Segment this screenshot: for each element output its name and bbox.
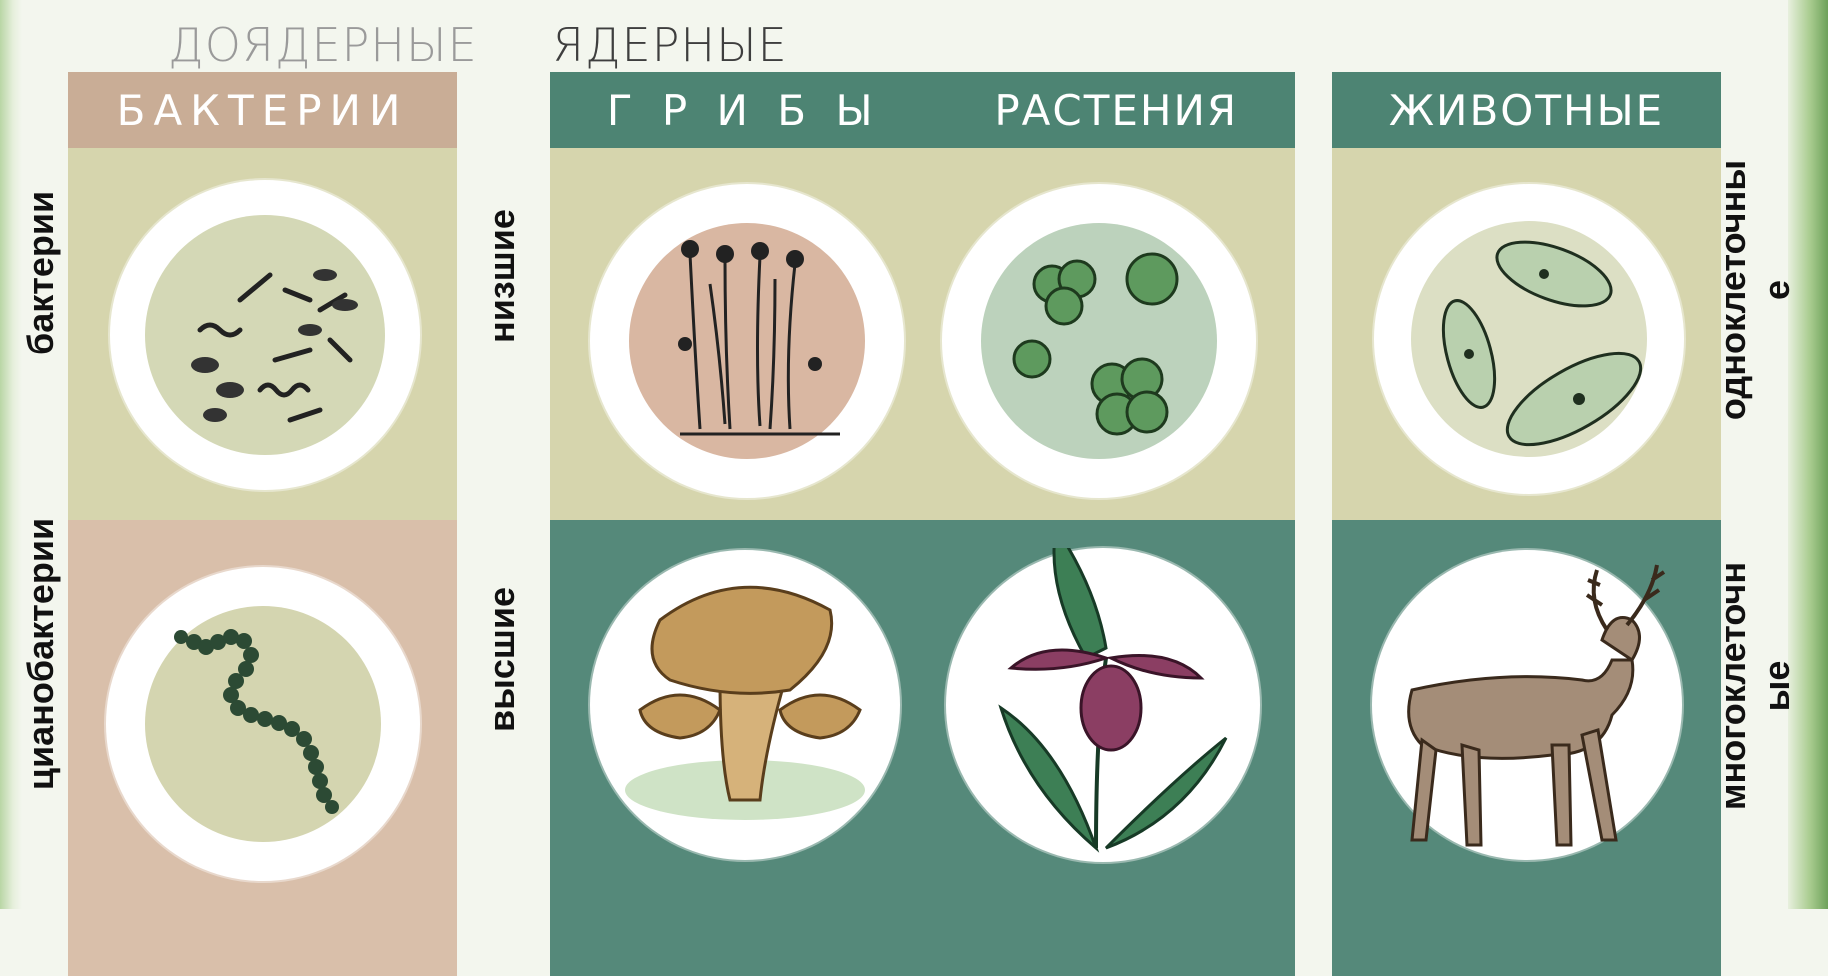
fungi-header: Г Р И Б Ы [607, 86, 881, 135]
lower-fungi-circle [590, 184, 904, 498]
bacteria-illustration [110, 180, 420, 490]
bacteria-circle [110, 180, 420, 490]
label-multicellular: многоклеточн ые [1711, 551, 1799, 821]
label-bacteria: бактерии [19, 205, 63, 355]
multicellular-animals-circle [1372, 550, 1682, 860]
algae-illustration [942, 184, 1256, 498]
chanterelle-illustration [590, 550, 900, 860]
deer-illustration [1372, 550, 1682, 860]
protozoa-illustration [1374, 184, 1684, 494]
higher-fungi-circle [590, 550, 900, 860]
label-unicellular-line1: одноклеточны [1711, 155, 1755, 425]
unicellular-animals-circle [1374, 184, 1684, 494]
label-cyanobacteria: цианобактерии [19, 512, 63, 796]
bacteria-header: БАКТЕРИИ [68, 72, 457, 148]
cyanobacteria-illustration [106, 567, 420, 881]
label-lower: низшие [480, 213, 524, 343]
fungi-plants-header: Г Р И Б Ы РАСТЕНИЯ [550, 72, 1295, 148]
fungi-plants-panel: Г Р И Б Ы РАСТЕНИЯ [550, 72, 1295, 904]
label-multicellular-line1: многоклеточн [1711, 551, 1755, 821]
prokaryotes-title: ДОЯДЕРНЫЕ [168, 18, 478, 72]
animals-header: ЖИВОТНЫЕ [1332, 72, 1721, 148]
higher-plants-circle [946, 548, 1260, 862]
label-higher: высшие [480, 592, 524, 732]
orchid-illustration [946, 548, 1260, 862]
mold-illustration [590, 184, 904, 498]
lower-plants-circle [942, 184, 1256, 498]
bacteria-panel: БАКТЕРИИ [68, 72, 457, 904]
animals-panel: ЖИВОТНЫЕ [1332, 72, 1721, 904]
plants-header: РАСТЕНИЯ [994, 86, 1238, 135]
eukaryotes-title: ЯДЕРНЫЕ [552, 18, 788, 72]
label-multicellular-line2: ые [1755, 551, 1799, 821]
label-unicellular: одноклеточны е [1711, 155, 1799, 425]
cyanobacteria-circle [106, 567, 420, 881]
label-unicellular-line2: е [1755, 155, 1799, 425]
